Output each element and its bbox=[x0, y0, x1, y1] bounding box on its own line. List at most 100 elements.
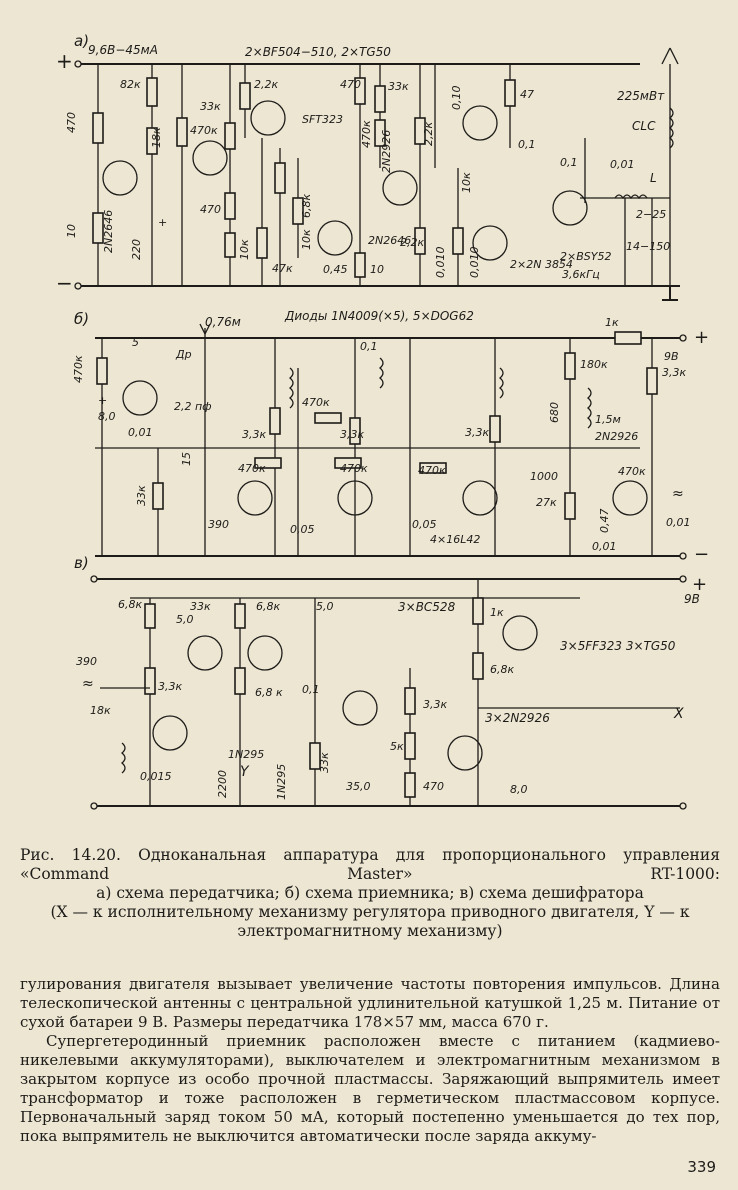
panel-b-plus: + bbox=[694, 327, 709, 348]
label: 1к bbox=[490, 606, 504, 619]
panel-c-y: Y bbox=[240, 764, 250, 780]
caption-title: Рис. 14.20. Одноканальная аппаратура для… bbox=[20, 846, 720, 883]
label: 8,0 bbox=[510, 783, 528, 796]
resistor bbox=[254, 457, 282, 469]
resistor bbox=[224, 232, 236, 258]
label: 2×BSY52 bbox=[560, 250, 611, 263]
label: 470к bbox=[418, 464, 446, 477]
label: 470к bbox=[190, 124, 218, 137]
label: 15 bbox=[180, 452, 193, 466]
label: 680 bbox=[548, 402, 561, 423]
label: 10 bbox=[370, 263, 384, 276]
label: 470к bbox=[618, 465, 646, 478]
antenna bbox=[199, 323, 206, 335]
label: 27к bbox=[536, 496, 557, 509]
resistor bbox=[292, 197, 304, 225]
label: 0,1 bbox=[518, 138, 536, 151]
panel-a-marker: а) bbox=[74, 32, 89, 50]
panel-b-receiver: б) 0,76м Диоды 1N4009(×5), 5×DOG62 9В + … bbox=[72, 309, 709, 565]
body-text: гулирования двигателя вызывает увеличени… bbox=[20, 975, 720, 1146]
page-number: 339 bbox=[687, 1158, 716, 1176]
panel-c-supply: 9В bbox=[684, 592, 700, 606]
resistor bbox=[472, 652, 484, 680]
label: 2,2 пф bbox=[174, 400, 212, 413]
resistor bbox=[146, 77, 158, 107]
transistor bbox=[342, 690, 378, 726]
label: 2N2926 bbox=[595, 430, 638, 443]
antenna bbox=[669, 47, 679, 65]
label: 5 bbox=[132, 336, 139, 349]
label: 1N295 bbox=[275, 764, 288, 800]
resistor bbox=[354, 77, 366, 105]
label: 0,01 bbox=[610, 158, 635, 171]
transistor bbox=[462, 480, 498, 516]
label: 4×16L42 bbox=[430, 533, 480, 546]
coil bbox=[668, 107, 674, 149]
resistor bbox=[452, 227, 464, 255]
label: 10к bbox=[300, 229, 313, 250]
label: 10к bbox=[238, 239, 251, 260]
resistor bbox=[92, 112, 104, 144]
label: 5к bbox=[390, 740, 404, 753]
label: 35,0 bbox=[346, 780, 371, 793]
label: 3,3к bbox=[423, 698, 447, 711]
resistor bbox=[224, 122, 236, 150]
transistor bbox=[122, 380, 158, 416]
label: + bbox=[158, 216, 167, 229]
resistor bbox=[144, 667, 156, 695]
label: 2,2к bbox=[400, 236, 424, 249]
transistor bbox=[462, 105, 498, 141]
label: 14−150 bbox=[626, 240, 670, 253]
label: 5,0 bbox=[176, 613, 194, 626]
label: 5,0 bbox=[316, 600, 334, 613]
panel-a-transistors: 2×BF504−510, 2×TG50 bbox=[245, 45, 391, 59]
figure-caption: Рис. 14.20. Одноканальная аппаратура для… bbox=[20, 846, 720, 941]
resistor bbox=[404, 732, 416, 760]
label: 470 bbox=[65, 112, 78, 133]
panel-a-minus: − bbox=[56, 271, 73, 295]
panel-b-supply: 9В bbox=[664, 350, 679, 363]
label: 0,05 bbox=[412, 518, 437, 531]
label: 0,05 bbox=[290, 523, 315, 536]
label: 3,3к bbox=[242, 428, 266, 441]
label: 390 bbox=[76, 655, 97, 668]
panel-c-plus: + bbox=[692, 574, 707, 595]
panel-c-transistors-out: 3×5FF323 3×TG50 bbox=[560, 639, 676, 653]
resistor bbox=[92, 212, 104, 244]
panel-c-decoder: в) 9В + 3×BC528 3×5FF323 3×TG50 3×2N2926… bbox=[74, 554, 707, 810]
terminal bbox=[90, 802, 98, 810]
transistor bbox=[382, 170, 418, 206]
panel-a-transmitter: а) + − 9,6В−45мА 2×BF504−510, 2×TG50 225… bbox=[56, 32, 680, 301]
label: 6,8к bbox=[256, 600, 280, 613]
resistor bbox=[354, 252, 366, 278]
label: 0,47 bbox=[598, 509, 611, 534]
resistor bbox=[256, 227, 268, 259]
transistor bbox=[447, 735, 483, 771]
panel-c-transistors: 3×BC528 bbox=[398, 600, 456, 614]
resistor bbox=[414, 227, 426, 255]
panel-c-x: X bbox=[673, 706, 684, 722]
label: 6,8к bbox=[118, 598, 142, 611]
resistor bbox=[269, 407, 281, 435]
label: 2N2926 bbox=[380, 130, 393, 173]
resistor bbox=[144, 603, 156, 629]
panel-b-marker: б) bbox=[74, 310, 89, 328]
resistor bbox=[414, 117, 426, 145]
panel-b-minus: − bbox=[694, 544, 709, 565]
resistor bbox=[176, 117, 188, 147]
label: 470 bbox=[423, 780, 444, 793]
label: 6,8 к bbox=[255, 686, 283, 699]
label: 1,5м bbox=[595, 413, 621, 426]
resistor bbox=[504, 79, 516, 107]
coil bbox=[120, 742, 126, 774]
label: SFT323 bbox=[302, 113, 343, 126]
transistor bbox=[337, 480, 373, 516]
label: 3,3к bbox=[662, 366, 686, 379]
terminal bbox=[679, 552, 687, 560]
resistor bbox=[489, 415, 501, 443]
label: 0,1 bbox=[560, 156, 578, 169]
label: 2200 bbox=[216, 770, 229, 798]
label: 1000 bbox=[530, 470, 558, 483]
label: ≈ bbox=[82, 676, 94, 692]
transistor bbox=[192, 140, 228, 176]
